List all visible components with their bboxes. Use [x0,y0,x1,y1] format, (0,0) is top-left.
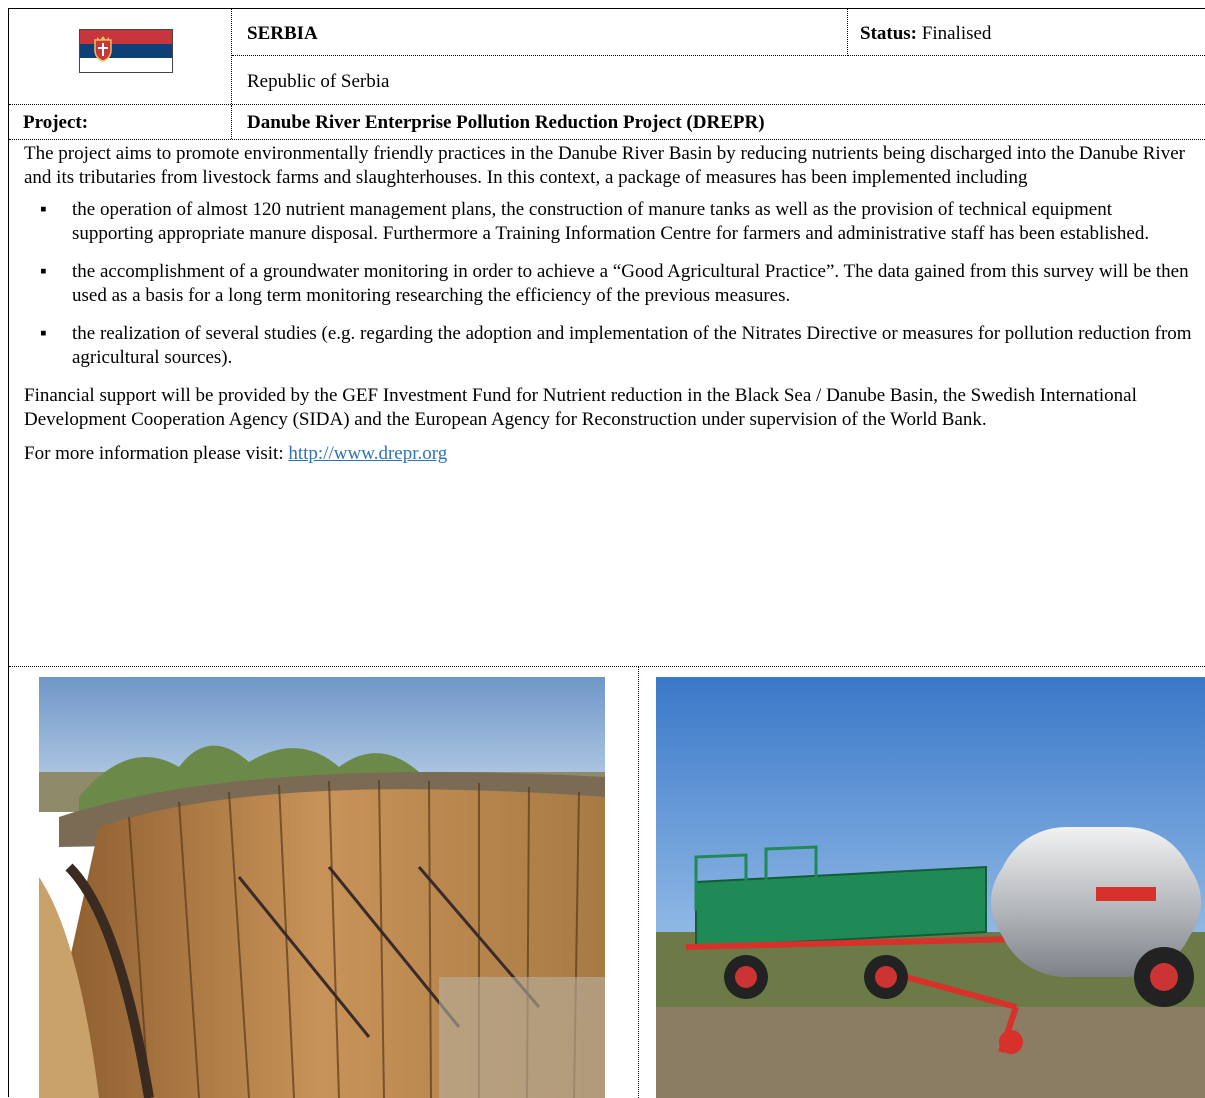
country-header: SERBIA Status: Finalised Republic of Ser… [9,9,1205,104]
manure-tank-construction-photo [39,677,605,1098]
flag-cell [9,9,232,104]
more-info-line: For more information please visit: http:… [24,442,1194,466]
bullet-icon: ▪ [40,261,47,282]
project-label: Project: [23,112,89,133]
list-item: ▪the realization of several studies (e.g… [40,323,1192,368]
manure-tanker-equipment-photo [656,677,1205,1098]
official-name-cell: Republic of Serbia [232,56,1205,104]
frame-top-border [8,8,1205,9]
list-item: ▪the accomplishment of a groundwater mon… [40,261,1189,306]
photo-divider [638,667,639,1098]
official-country-name: Republic of Serbia [247,71,390,92]
serbia-flag-icon [79,29,173,73]
frame-left-border [8,8,9,1097]
project-label-cell: Project: [9,105,232,139]
more-info-text: For more information please visit: [24,443,289,464]
bullet-icon: ▪ [40,323,47,344]
bullet-icon: ▪ [40,199,47,220]
country-name: SERBIA [247,23,318,44]
status-cell: Status: Finalised [848,9,1205,56]
financial-paragraph: Financial support will be provided by th… [24,385,1137,430]
country-cell: SERBIA [232,9,848,56]
status-label: Status: [860,23,918,44]
intro-paragraph: The project aims to promote environmenta… [24,143,1185,188]
project-name: Danube River Enterprise Pollution Reduct… [247,112,765,133]
status-value: Finalised [921,23,992,44]
project-row: Project: Danube River Enterprise Polluti… [9,104,1205,140]
project-description: The project aims to promote environmenta… [24,142,1194,466]
coat-of-arms-icon [94,36,112,62]
photo-row [9,666,1205,1098]
measures-list: ▪the operation of almost 120 nutrient ma… [24,198,1194,370]
list-item: ▪the operation of almost 120 nutrient ma… [40,199,1150,244]
drepr-website-link[interactable]: http://www.drepr.org [288,443,448,464]
